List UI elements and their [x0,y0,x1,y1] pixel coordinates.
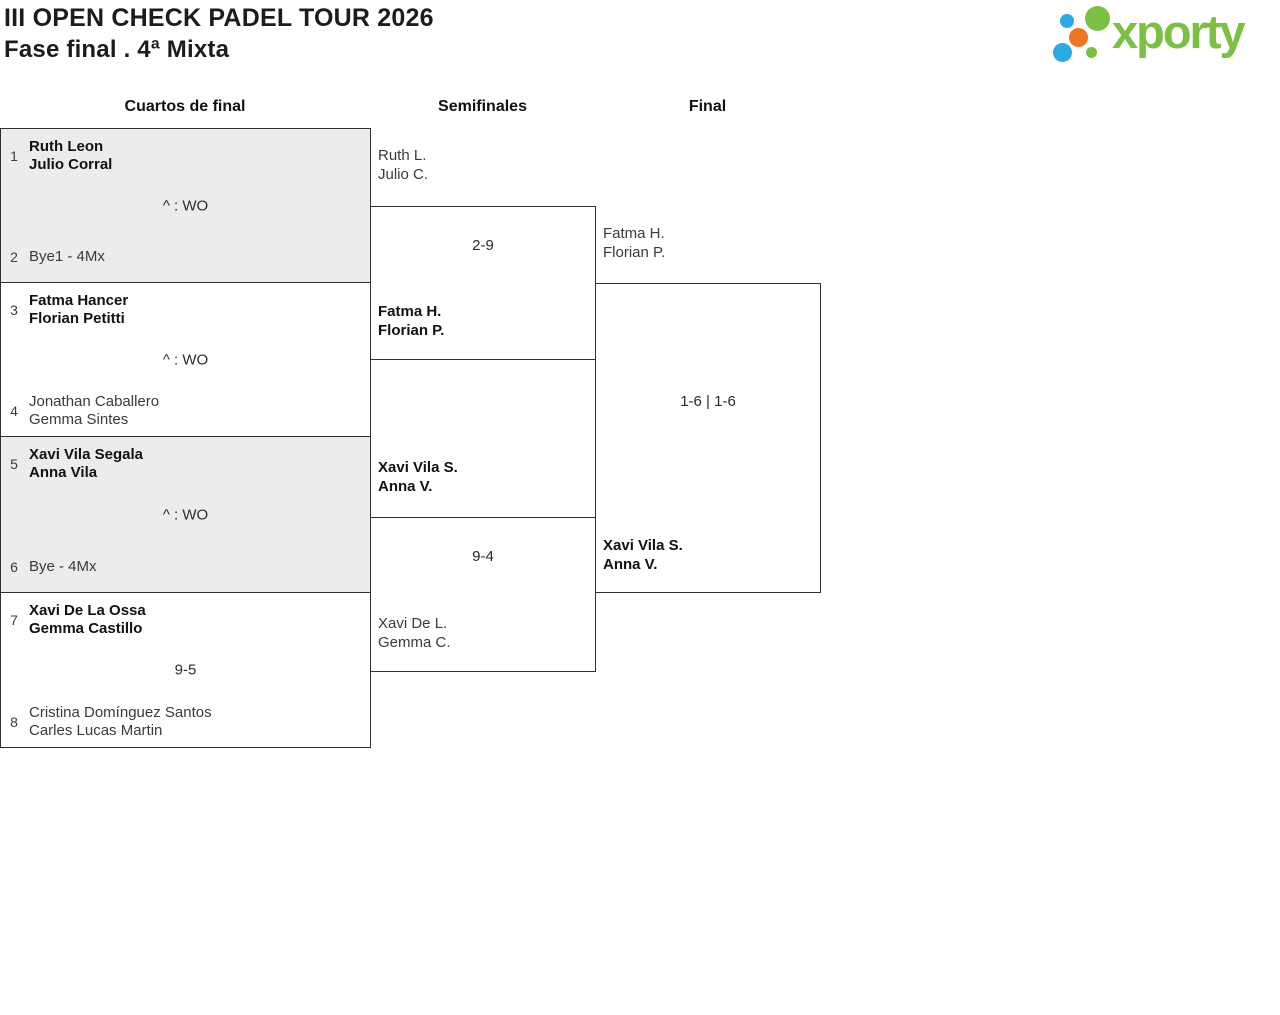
participant-slot: 2 Bye1 - 4Mx [9,235,362,279]
participant-slot: 3 Fatma Hancer Florian Petitti [9,288,362,332]
match-sf2[interactable]: 9-4 [370,517,596,672]
seed-number: 2 [10,249,18,265]
participant-slot: 5 Xavi Vila Segala Anna Vila [9,442,362,486]
match-final[interactable]: 1-6 | 1-6 [595,283,821,593]
logo-dot-icon [1060,14,1074,28]
pair-names: Cristina Domínguez Santos Carles Lucas M… [29,703,212,740]
logo-dot-icon [1086,47,1097,58]
match-qf1[interactable]: 1 Ruth Leon Julio Corral ^ : WO 2 Bye1 -… [0,128,371,283]
logo-dot-icon [1069,28,1088,47]
pair-names: Xavi De La Ossa Gemma Castillo [29,601,146,638]
page-subtitle: Fase final . 4ª Mixta [4,36,230,63]
xporty-logo[interactable]: xporty [1048,0,1280,75]
seed-number: 8 [10,714,18,730]
xporty-wordmark: xporty [1112,5,1246,58]
pair-names: Fatma H. Florian P. [378,303,445,339]
match-qf2[interactable]: 3 Fatma Hancer Florian Petitti ^ : WO 4 … [0,282,371,437]
pair-names: Xavi De L. Gemma C. [378,615,451,651]
seed-number: 5 [10,456,18,472]
pair-names: Fatma H. Florian P. [603,225,666,261]
pair-names: Xavi Vila S. Anna V. [378,459,458,495]
seed-number: 1 [10,148,18,164]
participant-slot: 7 Xavi De La Ossa Gemma Castillo [9,598,362,642]
match-score: 2-9 [472,237,494,254]
round-header-quarterfinals: Cuartos de final [124,98,246,115]
participant-slot: 1 Ruth Leon Julio Corral [9,134,362,178]
match-score: 1-6 | 1-6 [680,393,736,410]
pair-names: Ruth Leon Julio Corral [29,137,113,174]
pair-names: Fatma Hancer Florian Petitti [29,291,129,328]
match-score: ^ : WO [162,351,209,368]
pair-names: Xavi Vila Segala Anna Vila [29,445,143,482]
seed-number: 7 [10,612,18,628]
pair-names: Ruth L. Julio C. [378,147,429,183]
round-header-final: Final [688,98,727,115]
match-qf4[interactable]: 7 Xavi De La Ossa Gemma Castillo 9-5 8 C… [0,592,371,748]
match-score: ^ : WO [162,197,209,214]
seed-number: 4 [10,403,18,419]
participant-slot: 6 Bye - 4Mx [9,545,362,589]
seed-number: 6 [10,559,18,575]
participant-slot: 4 Jonathan Caballero Gemma Sintes [9,389,362,433]
pair-names: Bye1 - 4Mx [29,247,105,265]
match-score: 9-5 [174,661,197,679]
pair-names: Xavi Vila S. Anna V. [603,537,683,573]
match-score: ^ : WO [162,506,209,523]
seed-number: 3 [10,302,18,318]
page-title: III OPEN CHECK PADEL TOUR 2026 [4,4,434,32]
round-header-semifinals: Semifinales [438,98,527,115]
pair-names: Bye - 4Mx [29,557,97,575]
participant-slot: 8 Cristina Domínguez Santos Carles Lucas… [9,700,362,744]
logo-dot-icon [1053,43,1072,62]
match-score: 9-4 [472,548,494,565]
pair-names: Jonathan Caballero Gemma Sintes [29,392,160,429]
match-qf3[interactable]: 5 Xavi Vila Segala Anna Vila ^ : WO 6 By… [0,436,371,593]
logo-dot-icon [1085,6,1110,31]
match-sf1[interactable]: 2-9 [370,206,596,360]
